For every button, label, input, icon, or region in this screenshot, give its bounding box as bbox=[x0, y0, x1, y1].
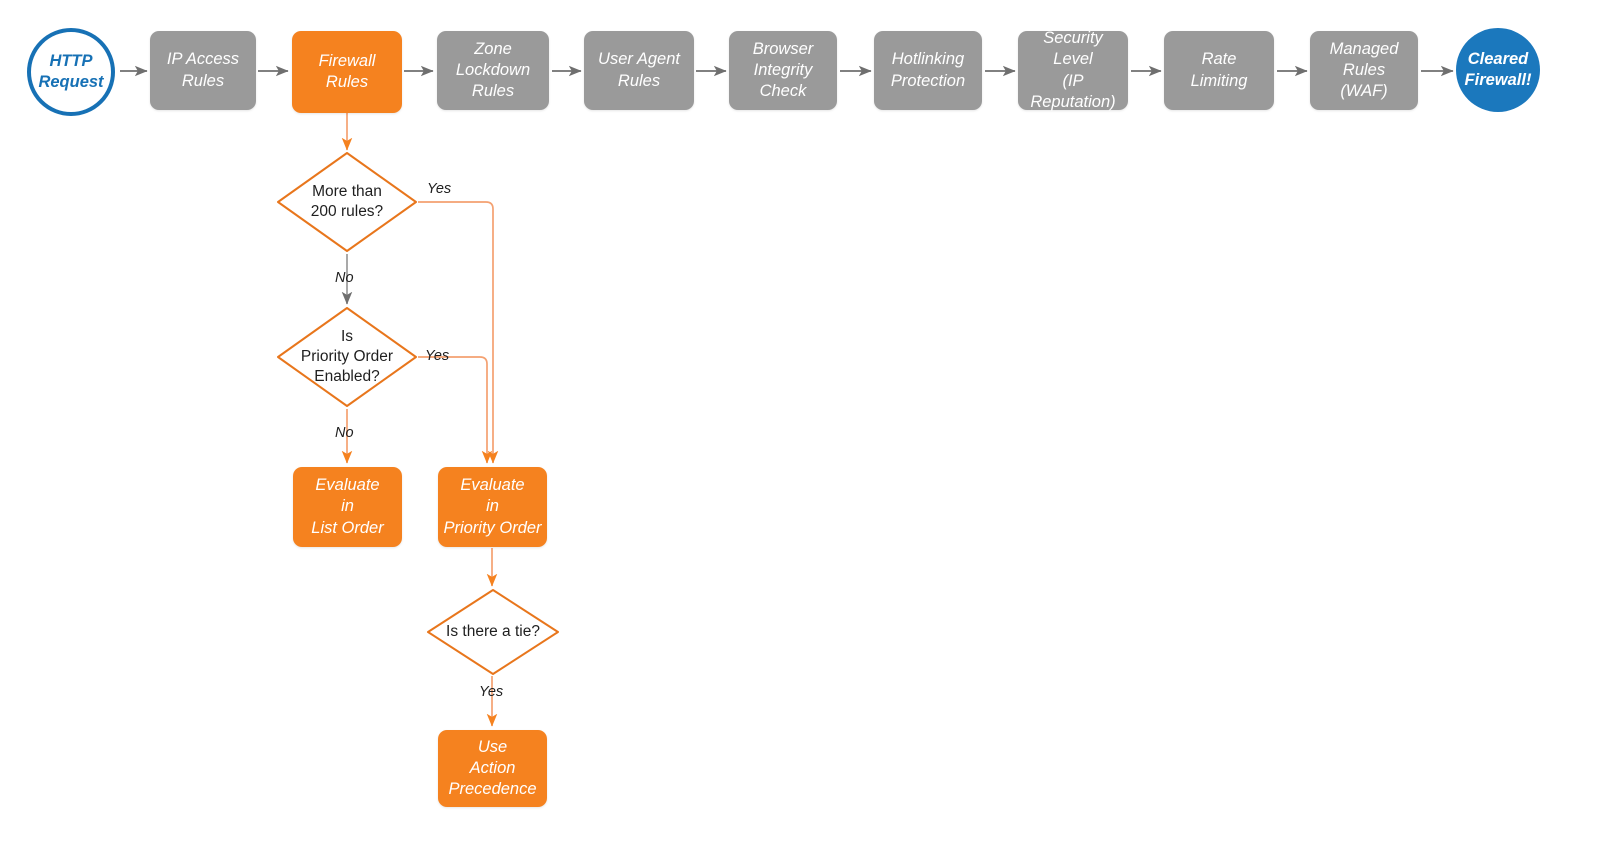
node-rate-limiting-label: Rate Limiting bbox=[1190, 50, 1248, 90]
decision-is-priority-order-enabled[interactable]: Is Priority Order Enabled? bbox=[275, 305, 419, 409]
node-managed-rules-waf[interactable]: Managed Rules (WAF) bbox=[1310, 31, 1418, 110]
node-evaluate-in-priority-order[interactable]: Evaluate in Priority Order bbox=[438, 467, 547, 547]
edge-yes-priority-to-priority-order bbox=[418, 356, 493, 464]
node-cleared-firewall[interactable]: Cleared Firewall! bbox=[1456, 28, 1540, 112]
node-evaluate-in-list-order-label: Evaluate in List Order bbox=[311, 476, 384, 537]
diamond-shape bbox=[427, 589, 559, 675]
node-browser-integrity-check[interactable]: Browser Integrity Check bbox=[729, 31, 837, 110]
node-browser-integrity-check-label: Browser Integrity Check bbox=[752, 39, 814, 101]
node-http-request[interactable]: HTTP Request bbox=[27, 28, 115, 116]
node-use-action-precedence-label: Use Action Precedence bbox=[448, 737, 537, 799]
node-zone-lockdown-rules[interactable]: Zone Lockdown Rules bbox=[437, 31, 549, 110]
node-evaluate-in-list-order[interactable]: Evaluate in List Order bbox=[293, 467, 402, 547]
node-user-agent-rules[interactable]: User Agent Rules bbox=[584, 31, 694, 110]
decision-is-there-a-tie-label: Is there a tie? bbox=[446, 622, 540, 640]
node-evaluate-in-priority-order-label: Evaluate in Priority Order bbox=[443, 476, 542, 537]
edge-label-yes-tie: Yes bbox=[479, 684, 504, 700]
node-security-level-label: Security Level (IP Reputation) bbox=[1030, 29, 1116, 111]
node-firewall-rules[interactable]: Firewall Rules bbox=[292, 31, 402, 113]
node-http-request-label: HTTP Request bbox=[38, 51, 104, 91]
node-hotlinking-protection[interactable]: Hotlinking Protection bbox=[874, 31, 982, 110]
edge-label-no-more-than-200: No bbox=[335, 270, 354, 286]
decision-more-than-200-rules[interactable]: More than 200 rules? bbox=[275, 150, 419, 254]
node-security-level[interactable]: Security Level (IP Reputation) bbox=[1018, 29, 1128, 111]
edge-yes-200-to-priority-order bbox=[418, 201, 499, 464]
node-hotlinking-protection-label: Hotlinking Protection bbox=[890, 50, 966, 90]
node-ip-access-rules-label: IP Access Rules bbox=[166, 50, 240, 90]
node-managed-rules-waf-label: Managed Rules (WAF) bbox=[1329, 39, 1399, 101]
node-use-action-precedence[interactable]: Use Action Precedence bbox=[438, 730, 547, 807]
diamond-shape bbox=[277, 307, 417, 407]
edge-label-no-priority-enabled: No bbox=[335, 425, 354, 441]
node-zone-lockdown-rules-label: Zone Lockdown Rules bbox=[455, 39, 531, 101]
decision-is-there-a-tie[interactable]: Is there a tie? bbox=[425, 587, 561, 677]
diamond-shape bbox=[277, 152, 417, 252]
node-firewall-rules-label: Firewall Rules bbox=[318, 51, 376, 91]
decision-more-than-200-rules-label: More than 200 rules? bbox=[310, 182, 384, 220]
node-user-agent-rules-label: User Agent Rules bbox=[598, 50, 680, 90]
node-rate-limiting[interactable]: Rate Limiting bbox=[1164, 31, 1274, 110]
edge-label-yes-more-than-200: Yes bbox=[427, 181, 452, 197]
edge-label-yes-priority-enabled: Yes bbox=[425, 348, 450, 364]
node-cleared-firewall-label: Cleared Firewall! bbox=[1464, 49, 1532, 89]
decision-is-priority-order-enabled-label: Is Priority Order Enabled? bbox=[300, 327, 394, 386]
node-ip-access-rules[interactable]: IP Access Rules bbox=[150, 31, 256, 110]
